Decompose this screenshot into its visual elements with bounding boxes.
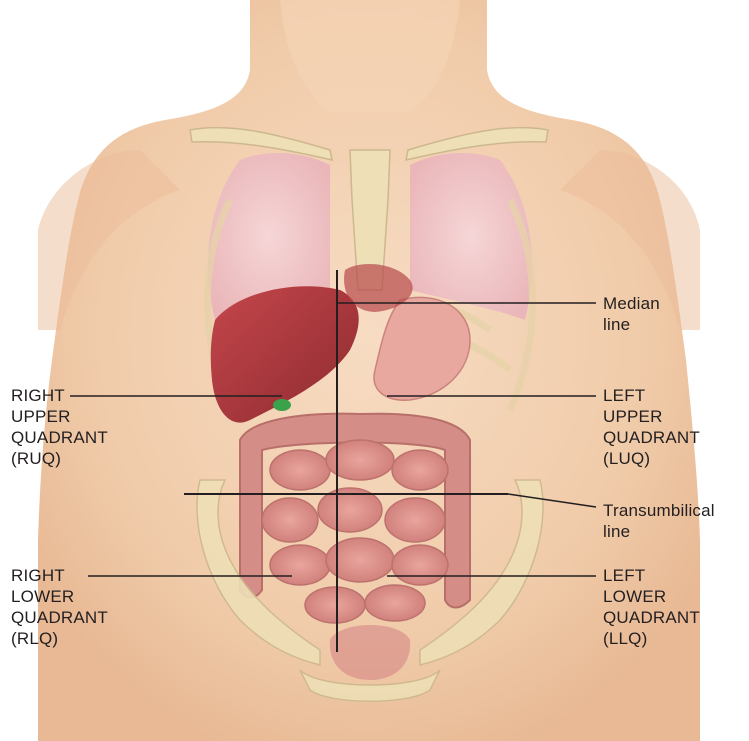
right-lower-quadrant-label: RIGHT LOWER QUADRANT (RLQ) (11, 565, 108, 649)
right-upper-quadrant-label: RIGHT UPPER QUADRANT (RUQ) (11, 385, 108, 469)
median-line-label: Median line (603, 293, 660, 335)
gallbladder (273, 399, 291, 411)
left-upper-quadrant-label: LEFT UPPER QUADRANT (LUQ) (603, 385, 700, 469)
left-lower-quadrant-label: LEFT LOWER QUADRANT (LLQ) (603, 565, 700, 649)
transumbilical-line-label: Transumbilical line (603, 500, 715, 542)
